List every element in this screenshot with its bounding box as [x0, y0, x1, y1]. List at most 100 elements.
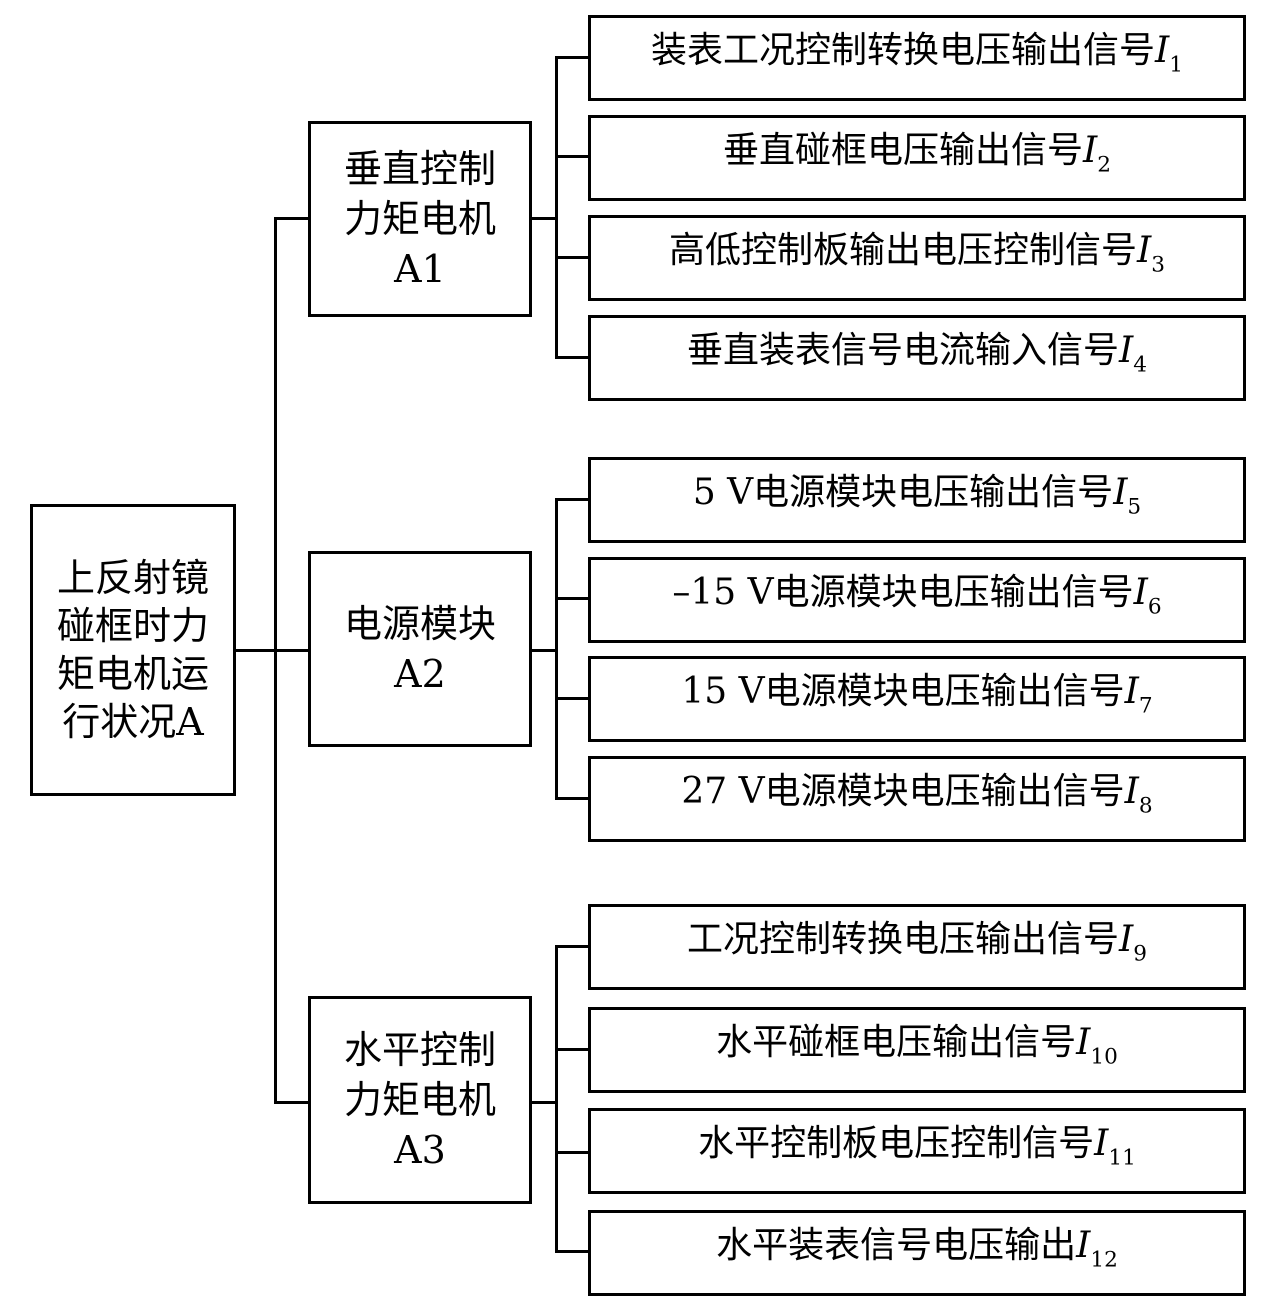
- module-label-line: 垂直控制: [343, 147, 496, 191]
- signal-node-i5: 5 V电源模块电压输出信号I5: [588, 457, 1246, 543]
- a2-branch-4: [555, 797, 590, 800]
- signal-label: 水平装表信号电压输出I12: [716, 1224, 1118, 1281]
- module-node-a3: 水平控制 力矩电机 A3: [308, 996, 532, 1204]
- a3-branch-1: [555, 945, 590, 948]
- a3-connector: [531, 1101, 558, 1104]
- a1-trunk: [555, 56, 558, 359]
- signal-label: 水平控制板电压控制信号I11: [698, 1122, 1136, 1179]
- signal-symbol: I: [1113, 471, 1128, 513]
- signal-node-i3: 高低控制板输出电压控制信号I3: [588, 215, 1246, 301]
- a3-branch-3: [555, 1151, 590, 1154]
- signal-subscript: 6: [1147, 594, 1162, 620]
- signal-label: 高低控制板输出电压控制信号I3: [669, 229, 1165, 286]
- module-a2-label: 电源模块 A2: [344, 599, 496, 699]
- a3-branch-4: [555, 1250, 590, 1253]
- signal-node-i8: 27 V电源模块电压输出信号I8: [588, 756, 1246, 842]
- signal-text: –15 V电源模块电压输出信号: [672, 571, 1134, 613]
- signal-text: 垂直装表信号电流输入信号: [687, 329, 1120, 371]
- signal-node-i11: 水平控制板电压控制信号I11: [588, 1108, 1246, 1194]
- signal-subscript: 12: [1090, 1247, 1118, 1273]
- signal-subscript: 2: [1097, 152, 1111, 178]
- module-label-line: 水平控制: [343, 1028, 496, 1072]
- a3-trunk: [555, 945, 558, 1253]
- signal-node-i4: 垂直装表信号电流输入信号I4: [588, 315, 1246, 401]
- a1-connector: [531, 217, 558, 220]
- a1-branch-4: [555, 356, 590, 359]
- signal-label: 5 V电源模块电压输出信号I5: [692, 471, 1142, 528]
- branch-a2: [274, 649, 310, 652]
- module-label-line: A3: [394, 1128, 446, 1172]
- a1-branch-3: [555, 256, 590, 259]
- signal-text: 工况控制转换电压输出信号: [687, 918, 1120, 960]
- branch-a1: [274, 217, 310, 220]
- module-a1-label: 垂直控制 力矩电机 A1: [344, 144, 496, 294]
- root-node: 上反射镜 碰框时力 矩电机运 行状况A: [30, 504, 236, 796]
- signal-text: 27 V电源模块电压输出信号: [681, 770, 1125, 812]
- signal-label: –15 V电源模块电压输出信号I6: [672, 571, 1162, 628]
- signal-subscript: 8: [1138, 793, 1153, 819]
- module-label-line: 力矩电机: [343, 197, 496, 241]
- signal-symbol: I: [1137, 229, 1152, 271]
- signal-subscript: 5: [1127, 494, 1142, 520]
- branch-a3: [274, 1101, 310, 1104]
- module-node-a1: 垂直控制 力矩电机 A1: [308, 121, 532, 317]
- signal-subscript: 11: [1108, 1145, 1136, 1171]
- signal-label: 垂直碰框电压输出信号I2: [723, 129, 1111, 186]
- signal-subscript: 10: [1090, 1044, 1118, 1070]
- signal-text: 水平控制板电压控制信号: [698, 1122, 1095, 1164]
- root-label-line: 行状况A: [62, 700, 204, 744]
- signal-subscript: 9: [1133, 941, 1147, 967]
- signal-text: 垂直碰框电压输出信号: [723, 129, 1084, 171]
- signal-symbol: I: [1076, 1224, 1091, 1266]
- signal-label: 装表工况控制转换电压输出信号I1: [651, 29, 1183, 86]
- module-label-line: 电源模块: [343, 602, 496, 646]
- signal-label: 工况控制转换电压输出信号I9: [687, 918, 1147, 975]
- module-label-line: A1: [394, 247, 446, 291]
- signal-text: 水平碰框电压输出信号: [716, 1021, 1077, 1063]
- module-label-line: A2: [394, 652, 446, 696]
- signal-node-i10: 水平碰框电压输出信号I10: [588, 1007, 1246, 1093]
- module-label-line: 力矩电机: [343, 1078, 496, 1122]
- root-label-line: 上反射镜: [56, 556, 209, 600]
- signal-label: 15 V电源模块电压输出信号I7: [681, 670, 1153, 727]
- root-trunk: [274, 217, 277, 1104]
- a2-branch-1: [555, 498, 590, 501]
- root-connector: [235, 649, 277, 652]
- signal-symbol: I: [1124, 770, 1139, 812]
- signal-subscript: 4: [1133, 352, 1147, 378]
- signal-node-i6: –15 V电源模块电压输出信号I6: [588, 557, 1246, 643]
- a2-trunk: [555, 498, 558, 800]
- signal-node-i1: 装表工况控制转换电压输出信号I1: [588, 15, 1246, 101]
- signal-node-i2: 垂直碰框电压输出信号I2: [588, 115, 1246, 201]
- a2-branch-3: [555, 697, 590, 700]
- signal-symbol: I: [1133, 571, 1148, 613]
- signal-node-i12: 水平装表信号电压输出I12: [588, 1210, 1246, 1296]
- signal-node-i7: 15 V电源模块电压输出信号I7: [588, 656, 1246, 742]
- signal-subscript: 1: [1169, 52, 1183, 78]
- signal-symbol: I: [1094, 1122, 1109, 1164]
- root-label-line: 碰框时力: [56, 604, 209, 648]
- module-node-a2: 电源模块 A2: [308, 551, 532, 747]
- signal-symbol: I: [1124, 670, 1139, 712]
- signal-text: 水平装表信号电压输出: [716, 1224, 1077, 1266]
- a2-connector: [531, 649, 558, 652]
- module-a3-label: 水平控制 力矩电机 A3: [344, 1025, 496, 1175]
- signal-text: 装表工况控制转换电压输出信号: [651, 29, 1156, 71]
- signal-label: 水平碰框电压输出信号I10: [716, 1021, 1118, 1078]
- signal-node-i9: 工况控制转换电压输出信号I9: [588, 904, 1246, 990]
- signal-text: 5 V电源模块电压输出信号: [692, 471, 1114, 513]
- root-label-line: 矩电机运: [56, 652, 209, 696]
- a2-branch-2: [555, 597, 590, 600]
- a3-branch-2: [555, 1048, 590, 1051]
- signal-text: 高低控制板输出电压控制信号: [669, 229, 1138, 271]
- root-label: 上反射镜 碰框时力 矩电机运 行状况A: [57, 554, 209, 746]
- signal-symbol: I: [1076, 1021, 1091, 1063]
- signal-label: 垂直装表信号电流输入信号I4: [687, 329, 1147, 386]
- signal-text: 15 V电源模块电压输出信号: [681, 670, 1125, 712]
- a1-branch-2: [555, 155, 590, 158]
- a1-branch-1: [555, 56, 590, 59]
- signal-symbol: I: [1119, 918, 1134, 960]
- signal-symbol: I: [1119, 329, 1134, 371]
- signal-subscript: 3: [1151, 252, 1165, 278]
- signal-subscript: 7: [1138, 693, 1153, 719]
